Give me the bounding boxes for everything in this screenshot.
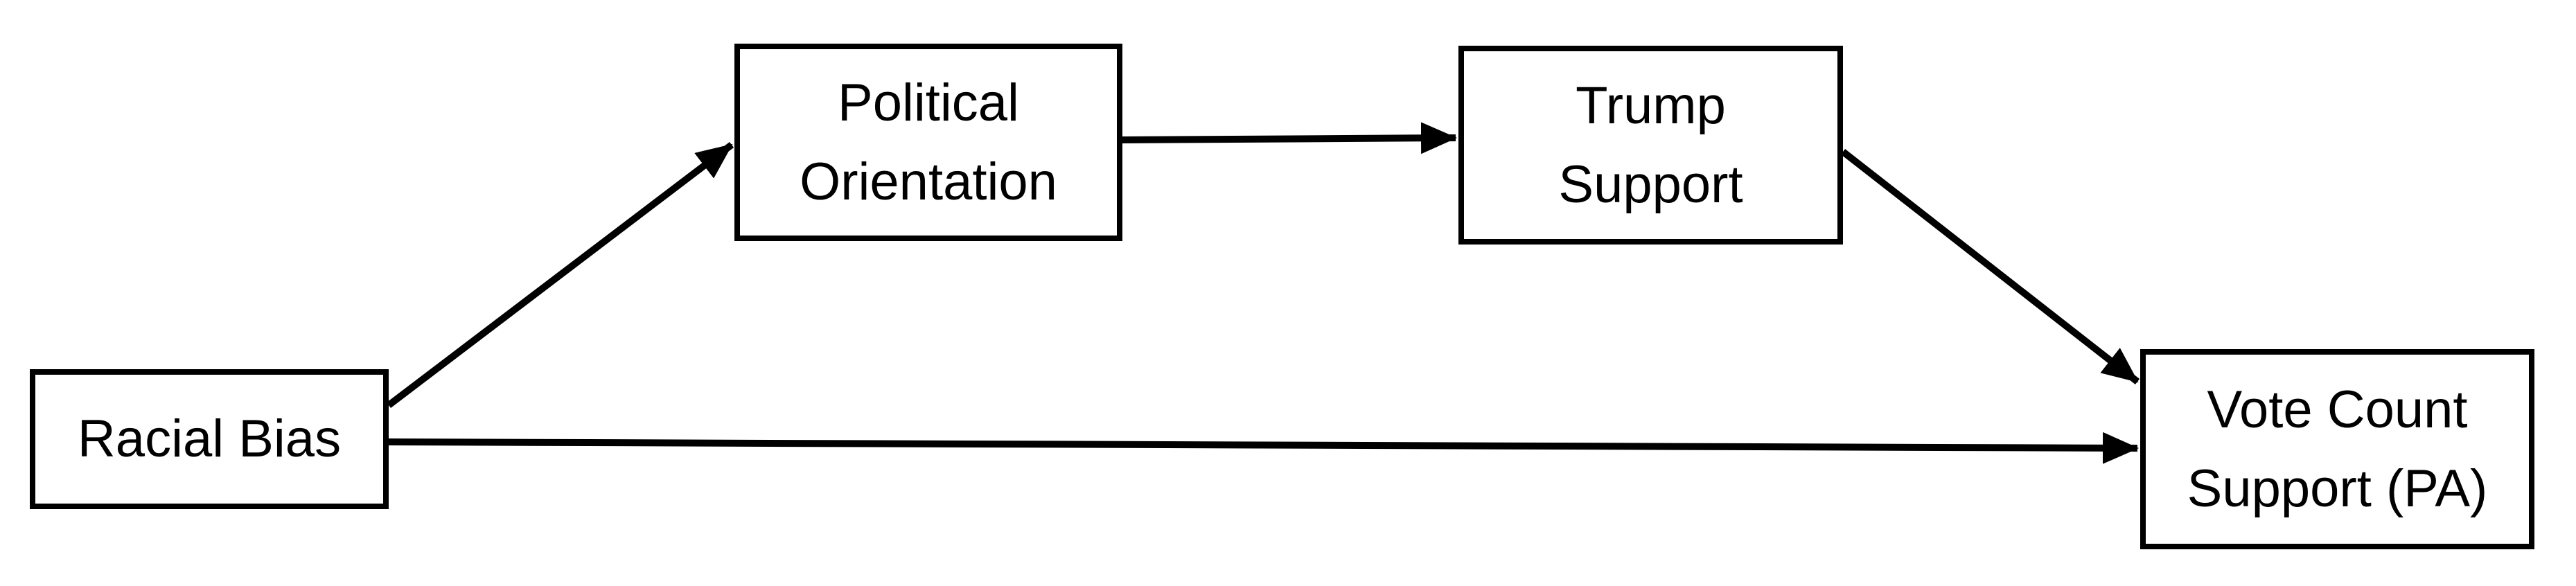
- edge-racial-bias-to-political-orientation: [386, 142, 734, 408]
- node-trump-support-label-line1: Trump: [1576, 76, 1726, 135]
- node-vote-count-support: Vote Count Support (PA): [2140, 349, 2534, 549]
- edge-trump-support-to-vote-count-support: [1840, 149, 2140, 384]
- edge-political-orientation-to-trump-support: [1120, 122, 1457, 154]
- node-racial-bias: Racial Bias: [30, 369, 389, 509]
- node-vote-count-support-label-line1: Vote Count: [2207, 380, 2468, 439]
- node-political-orientation-label-line1: Political: [838, 73, 1019, 132]
- node-vote-count-support-label-line2: Support (PA): [2187, 459, 2488, 518]
- node-racial-bias-label: Racial Bias: [77, 409, 342, 468]
- node-trump-support: Trump Support: [1458, 46, 1843, 245]
- edge-racial-bias-to-vote-count-support: [388, 432, 2139, 464]
- node-political-orientation-label-line2: Orientation: [800, 152, 1057, 211]
- node-political-orientation: Political Orientation: [734, 44, 1122, 241]
- node-trump-support-label-line2: Support: [1558, 154, 1743, 214]
